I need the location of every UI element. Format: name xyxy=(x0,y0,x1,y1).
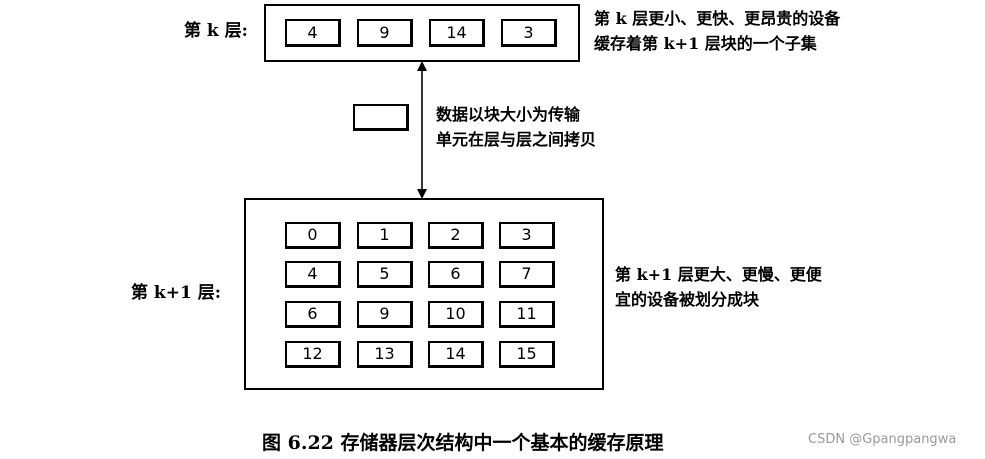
layer-k1-block: 13 xyxy=(357,341,413,368)
layer-k1-block: 4 xyxy=(285,261,341,288)
layer-k1-block: 9 xyxy=(357,301,413,328)
layer-k1-block: 11 xyxy=(499,301,555,328)
layer-k-description-line: 第 k 层更小、更快、更昂贵的设备 xyxy=(594,9,841,28)
transfer-description-line: 单元在层与层之间拷贝 xyxy=(436,130,597,149)
transfer-block xyxy=(353,104,409,131)
layer-k1-label: 第 k+1 层: xyxy=(131,283,221,303)
layer-k1-block: 2 xyxy=(428,222,484,249)
layer-k1-block: 10 xyxy=(428,301,484,328)
layer-k1-block: 3 xyxy=(499,222,555,249)
layer-k-label: 第 k 层: xyxy=(184,21,248,41)
layer-k1-block: 6 xyxy=(428,261,484,288)
layer-k-description: 第 k 层更小、更快、更昂贵的设备 缓存着第 k+1 层块的一个子集 xyxy=(594,6,840,56)
layer-k1-description-line: 第 k+1 层更大、更慢、更便 xyxy=(615,265,822,284)
layer-k1-block: 15 xyxy=(499,341,555,368)
layer-k1-block: 1 xyxy=(357,222,413,249)
layer-k1-block: 6 xyxy=(285,301,341,328)
layer-k-description-line: 缓存着第 k+1 层块的一个子集 xyxy=(594,34,817,53)
layer-k1-block: 7 xyxy=(499,261,555,288)
figure-caption: 图 6.22 存储器层次结构中一个基本的缓存原理 xyxy=(262,432,664,454)
layer-k-block: 14 xyxy=(429,19,485,47)
transfer-arrow xyxy=(417,61,427,199)
layer-k1-description: 第 k+1 层更大、更慢、更便 宜的设备被划分成块 xyxy=(615,262,822,312)
transfer-description: 数据以块大小为传输 单元在层与层之间拷贝 xyxy=(436,102,596,152)
layer-k-block: 9 xyxy=(357,19,413,47)
layer-k-block: 4 xyxy=(285,19,341,47)
transfer-description-line: 数据以块大小为传输 xyxy=(436,105,581,124)
layer-k1-box: 0 1 2 3 4 5 6 7 6 9 10 11 12 13 14 15 xyxy=(244,198,604,390)
layer-k1-block: 12 xyxy=(285,341,341,368)
layer-k-block: 3 xyxy=(501,19,557,47)
layer-k1-block: 14 xyxy=(428,341,484,368)
layer-k1-block: 5 xyxy=(357,261,413,288)
watermark: CSDN @Gpangpangwa xyxy=(808,432,957,447)
layer-k1-description-line: 宜的设备被划分成块 xyxy=(615,290,760,309)
layer-k-box: 4 9 14 3 xyxy=(264,4,580,62)
layer-k1-block: 0 xyxy=(285,222,341,249)
